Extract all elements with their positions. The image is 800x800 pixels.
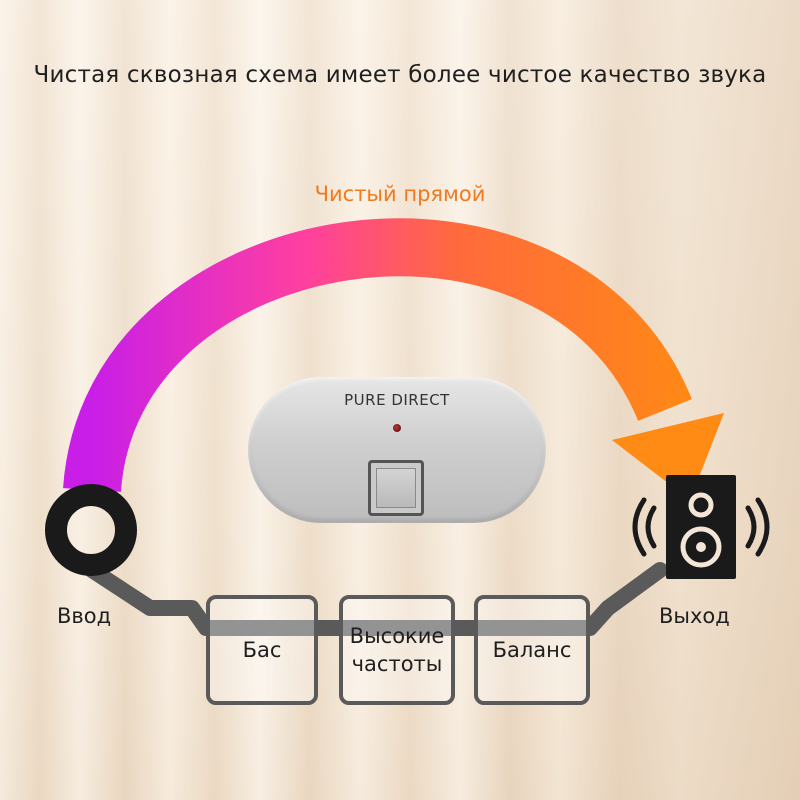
pure-direct-button[interactable] [368,460,424,516]
bass-block: Бас [206,595,318,705]
input-label: Ввод [57,604,111,628]
pure-direct-panel: PURE DIRECT [248,377,546,523]
treble-block: Высокие частоты [339,595,455,705]
output-label: Выход [659,604,730,628]
panel-label: PURE DIRECT [248,391,546,409]
indicator-led-icon [393,424,401,432]
input-jack-icon [56,495,126,565]
balance-block: Баланс [474,595,590,705]
arc-label: Чистый прямой [250,182,550,206]
speaker-icon [635,475,767,579]
